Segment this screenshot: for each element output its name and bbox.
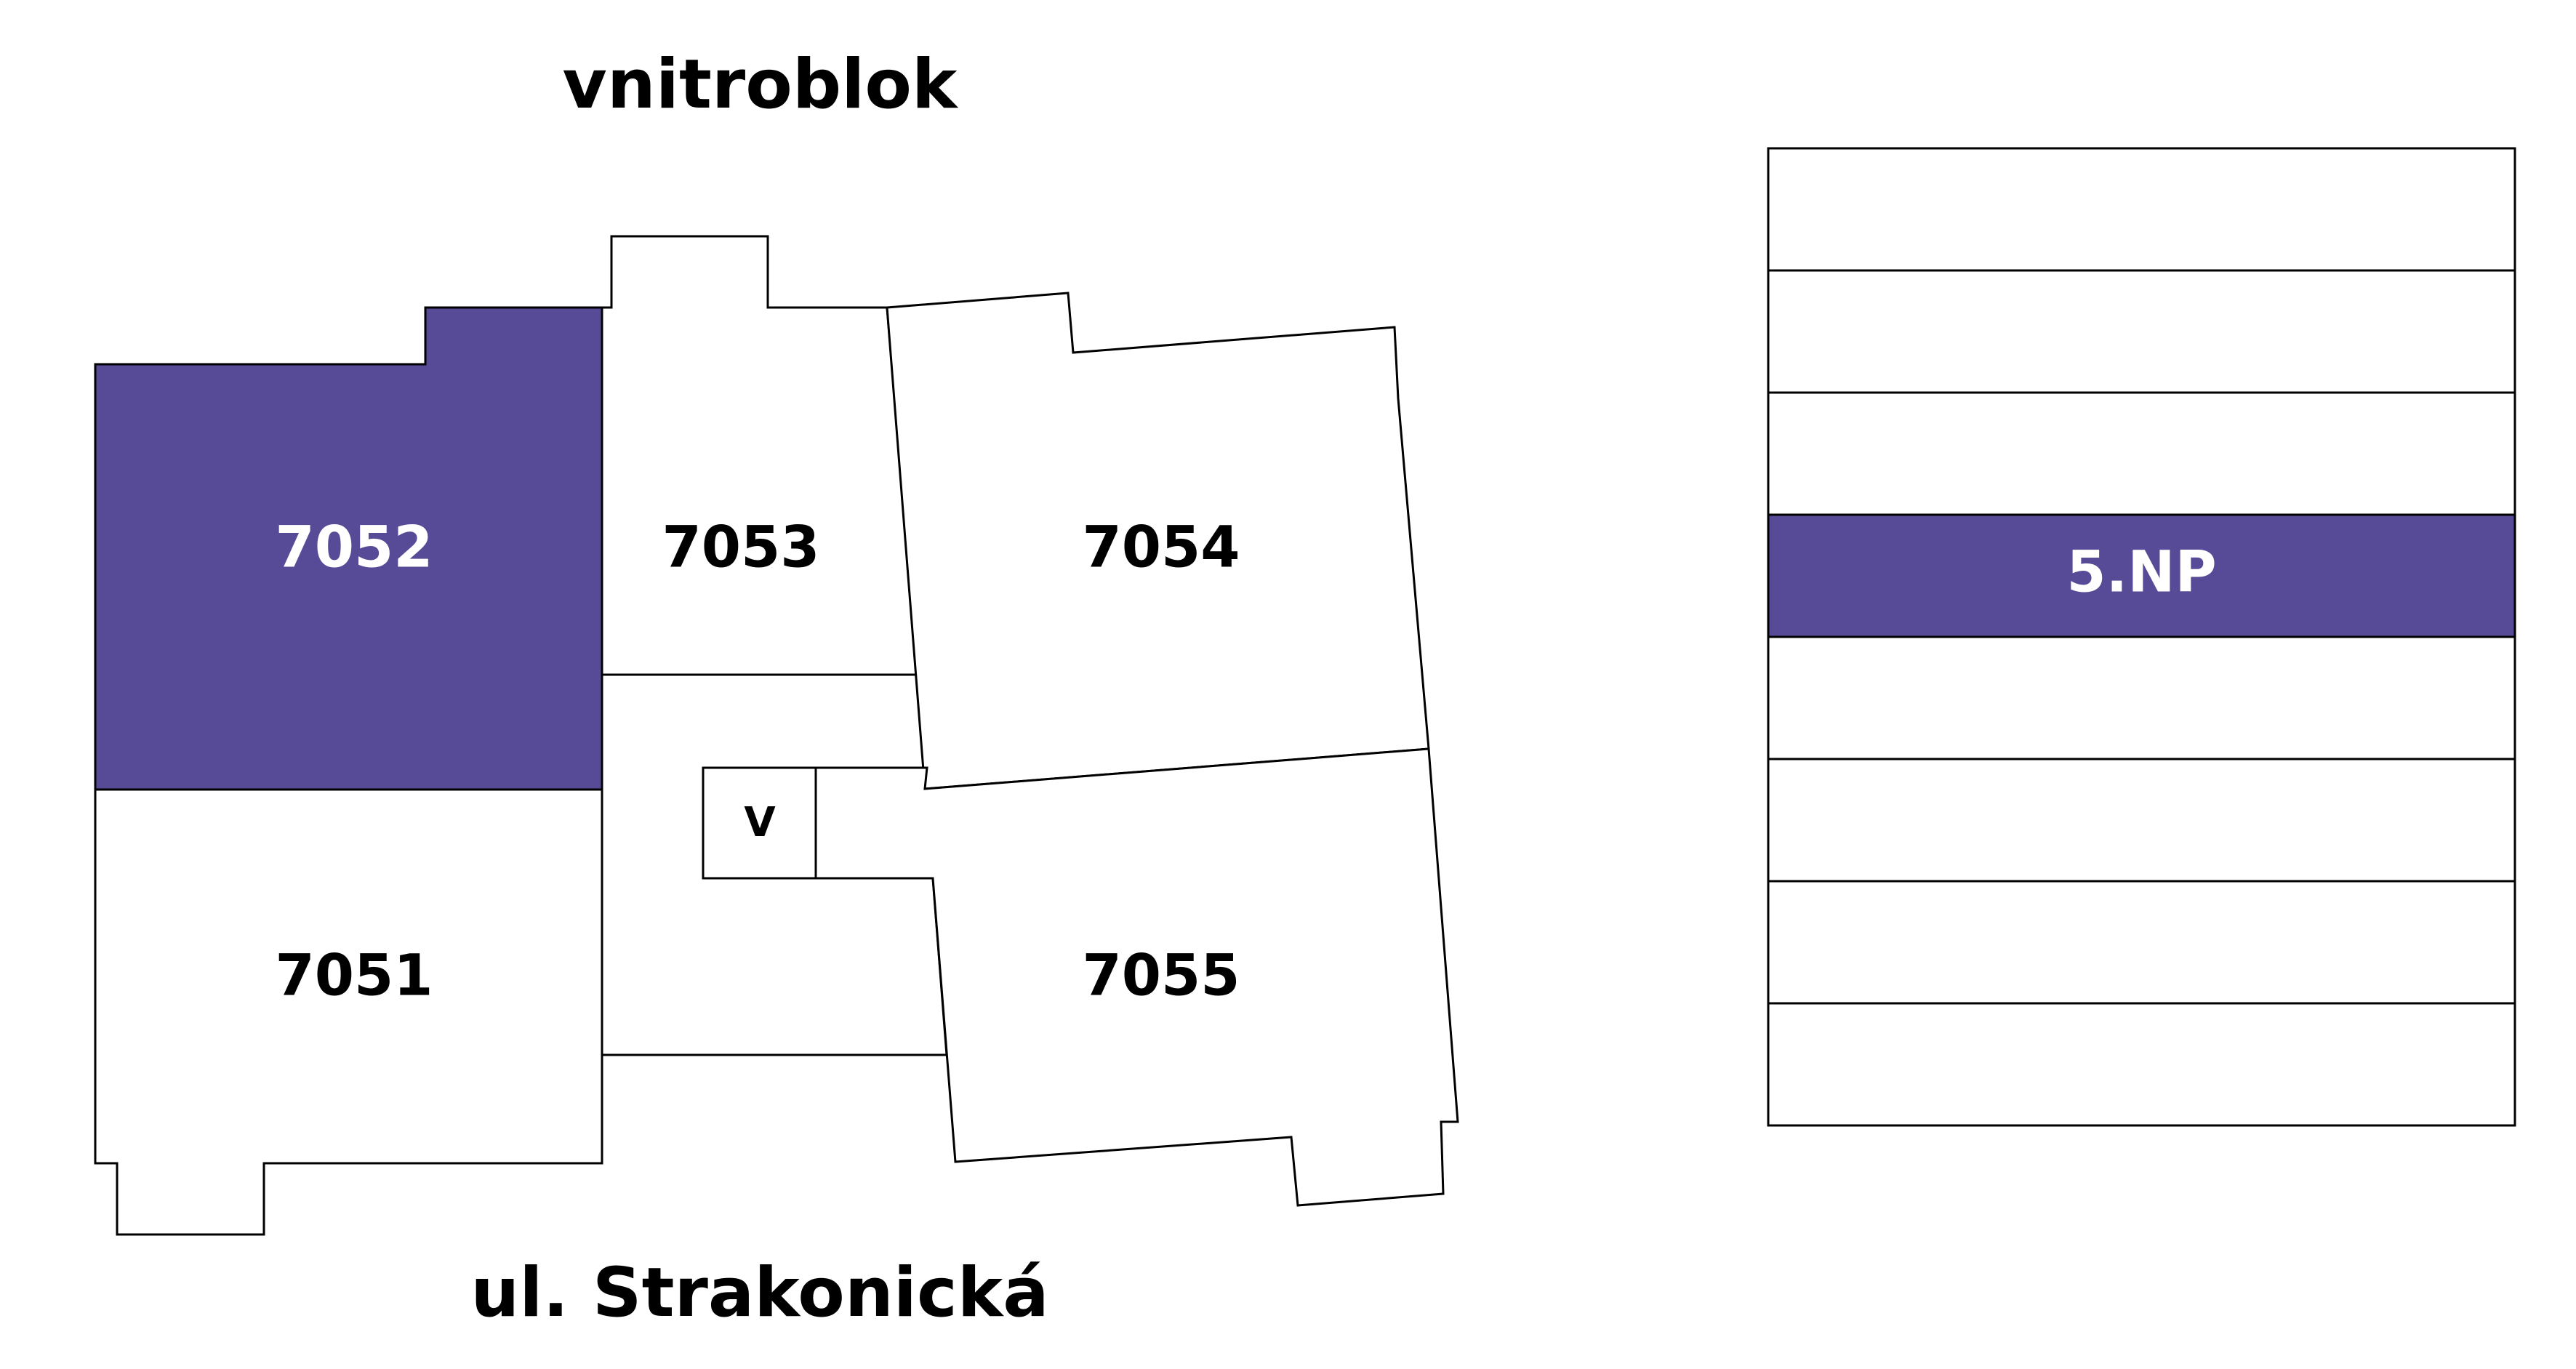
floor-row[interactable] <box>1767 880 2516 1005</box>
core-v: V <box>702 766 817 880</box>
unit-7051-shape[interactable] <box>94 788 603 1236</box>
floor-row-box[interactable] <box>1767 391 2516 516</box>
unit-7054[interactable]: 7054 <box>886 292 1430 790</box>
floor-row[interactable] <box>1767 635 2516 760</box>
core-v-box <box>702 766 817 880</box>
floor-row[interactable] <box>1767 391 2516 516</box>
floor-row[interactable] <box>1767 269 2516 394</box>
unit-7052-label: 7052 <box>275 515 433 580</box>
floor-row-label: 5.NP <box>2066 539 2216 605</box>
floor-row-box[interactable] <box>1767 1002 2516 1127</box>
unit-7053-shape[interactable] <box>601 235 919 676</box>
unit-7053[interactable]: 7053 <box>601 235 919 676</box>
unit-7051-label: 7051 <box>275 943 433 1008</box>
unit-7055-label: 7055 <box>1082 943 1240 1008</box>
floor-row[interactable] <box>1767 147 2516 272</box>
floor-row[interactable]: 5.NP <box>1767 513 2516 638</box>
floor-row-box[interactable] <box>1767 880 2516 1005</box>
unit-7051[interactable]: 7051 <box>94 788 603 1236</box>
floor-row-box[interactable] <box>1767 269 2516 394</box>
core-v-label: V <box>744 799 776 846</box>
floor-row-box[interactable] <box>1767 758 2516 883</box>
unit-7052[interactable]: 7052 <box>94 306 603 791</box>
floor-selector: 5.NP <box>1767 147 2516 1127</box>
street-label: ul. Strakonická <box>470 1253 1048 1333</box>
floor-row[interactable] <box>1767 758 2516 883</box>
unit-7053-label: 7053 <box>662 515 819 580</box>
floor-row-box[interactable] <box>1767 147 2516 272</box>
unit-7054-label: 7054 <box>1082 515 1240 580</box>
floor-row-box[interactable] <box>1767 635 2516 760</box>
floor-row[interactable] <box>1767 1002 2516 1127</box>
courtyard-label: vnitroblok <box>563 45 959 124</box>
